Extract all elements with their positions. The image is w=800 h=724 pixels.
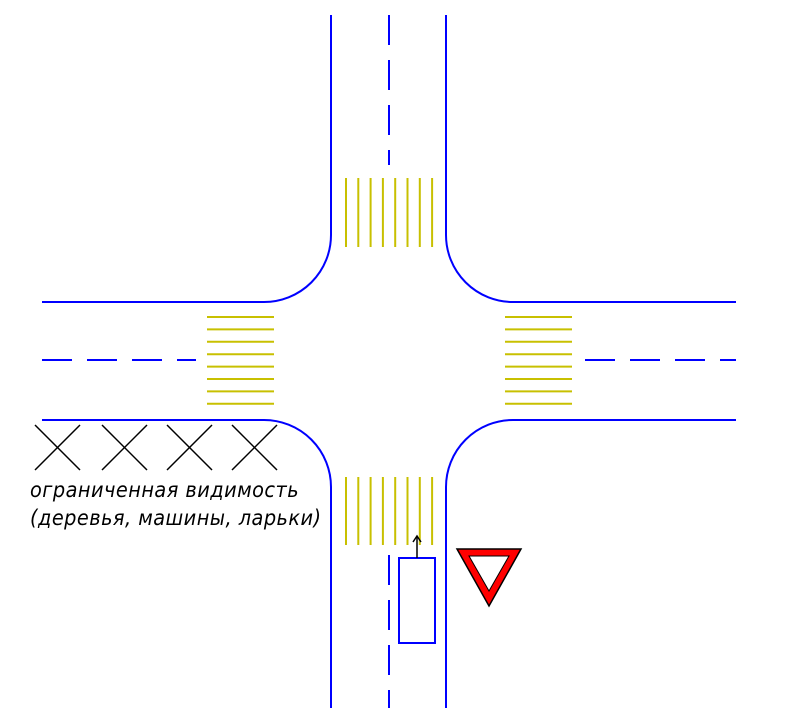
center-lines	[42, 15, 736, 708]
arrow-up-icon	[412, 534, 422, 558]
cross-mark-icon	[231, 424, 278, 471]
road-edge-bottom-right	[445, 419, 736, 708]
road-edge-bottom-left	[42, 419, 332, 708]
car-icon	[398, 557, 436, 644]
road-edge-top-left	[42, 15, 332, 303]
obstacle-marks	[34, 424, 278, 471]
annotation-line-1: ограниченная видимость	[30, 478, 300, 502]
crosswalks	[207, 178, 572, 545]
cross-mark-icon	[166, 424, 213, 471]
yield-sign-icon	[455, 548, 523, 608]
road-edge-top-right	[445, 15, 736, 303]
road-edges	[42, 15, 736, 708]
annotation-line-2: (деревья, машины, ларьки)	[30, 506, 322, 530]
cross-mark-icon	[101, 424, 148, 471]
cross-mark-icon	[34, 424, 81, 471]
